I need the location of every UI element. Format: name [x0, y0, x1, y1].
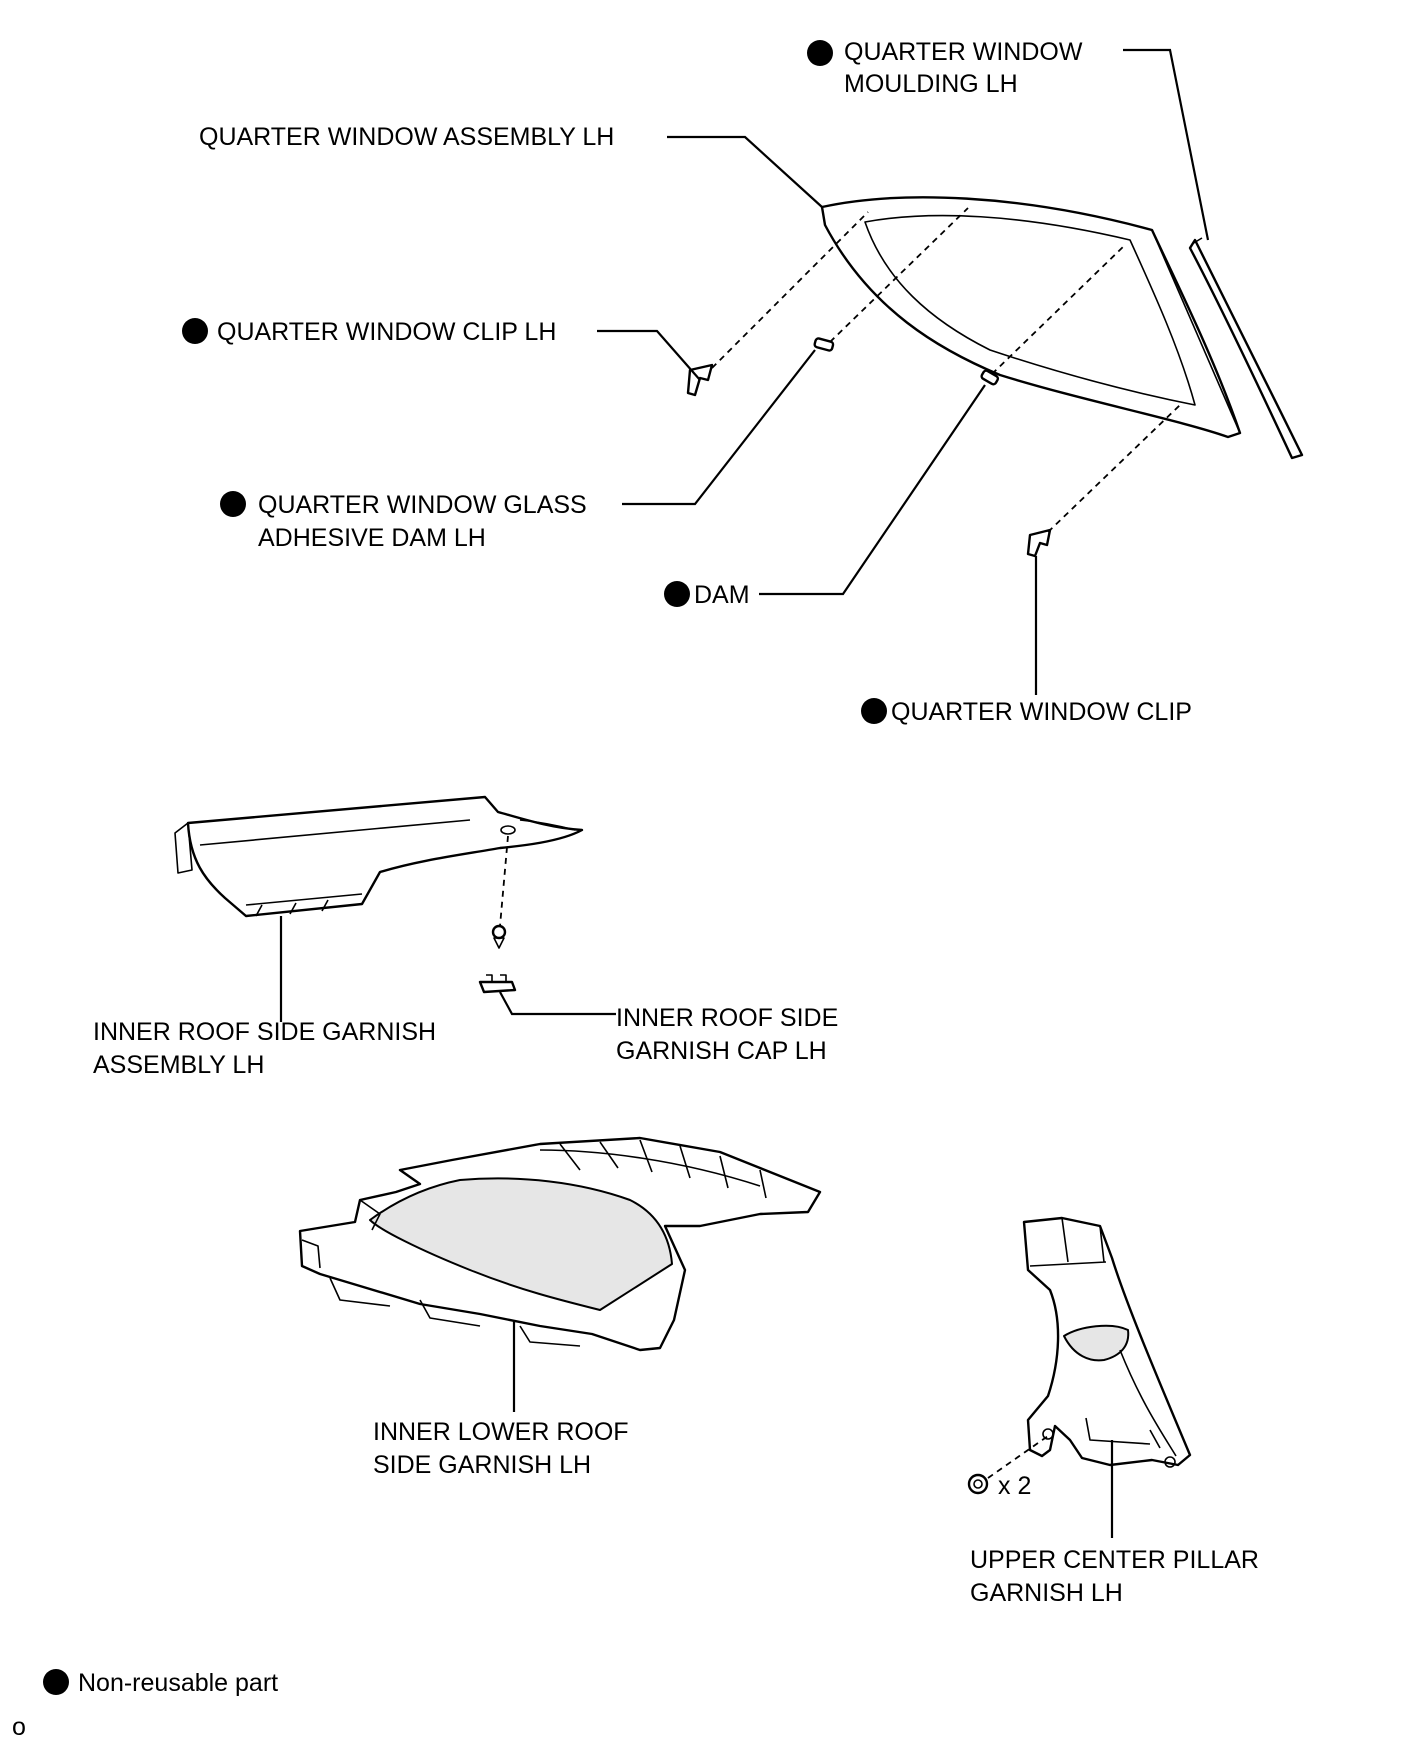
non-reusable-marker — [664, 581, 690, 607]
legend-non-reusable-marker — [43, 1669, 69, 1695]
quarter-window-assembly-label: QUARTER WINDOW ASSEMBLY LH — [199, 123, 614, 151]
leader-lines-top — [597, 48, 1210, 695]
adhesive-dam-label: QUARTER WINDOW GLASS ADHESIVE DAM LH — [258, 491, 594, 552]
non-reusable-marker — [807, 40, 833, 66]
quarter-window-moulding-drawing — [1188, 237, 1304, 460]
quarter-window-clip-label: QUARTER WINDOW CLIP — [891, 698, 1192, 726]
legend-non-reusable-label: Non-reusable part — [78, 1669, 278, 1697]
garnish-install-line — [499, 835, 509, 927]
quarter-window-moulding-label: QUARTER WINDOW MOULDING LH — [844, 38, 1089, 98]
garnish-cap-part — [478, 974, 517, 994]
inner-lower-roof-side-garnish-drawing — [298, 1136, 822, 1352]
non-reusable-marker — [182, 318, 208, 344]
inner-roof-side-garnish-drawing — [174, 795, 584, 918]
upper-center-pillar-garnish-drawing — [1022, 1216, 1192, 1468]
installation-lines — [711, 207, 1181, 533]
bolt-quantity-label: x 2 — [998, 1472, 1031, 1500]
garnish-screw-part — [491, 924, 507, 949]
corner-mark: o — [12, 1713, 26, 1741]
quarter-window-clip-lh-label: QUARTER WINDOW CLIP LH — [217, 318, 556, 346]
non-reusable-marker — [220, 491, 246, 517]
non-reusable-marker — [861, 698, 887, 724]
pillar-bolt-part — [967, 1473, 989, 1495]
pillar-bolt-install-line — [987, 1435, 1049, 1479]
dam-label: DAM — [694, 581, 750, 609]
quarter-window-clip-part — [1026, 528, 1052, 558]
quarter-window-assembly-drawing — [820, 196, 1242, 439]
inner-roof-side-garnish-cap-label: INNER ROOF SIDE GARNISH CAP LH — [616, 1004, 845, 1065]
adhesive-dam-lh-part — [813, 337, 835, 352]
leader-lines-middle — [279, 916, 616, 1022]
upper-center-pillar-garnish-label: UPPER CENTER PILLAR GARNISH LH — [970, 1546, 1266, 1607]
inner-roof-side-garnish-assembly-label: INNER ROOF SIDE GARNISH ASSEMBLY LH — [93, 1018, 443, 1079]
inner-lower-roof-side-garnish-label: INNER LOWER ROOF SIDE GARNISH LH — [373, 1418, 636, 1479]
